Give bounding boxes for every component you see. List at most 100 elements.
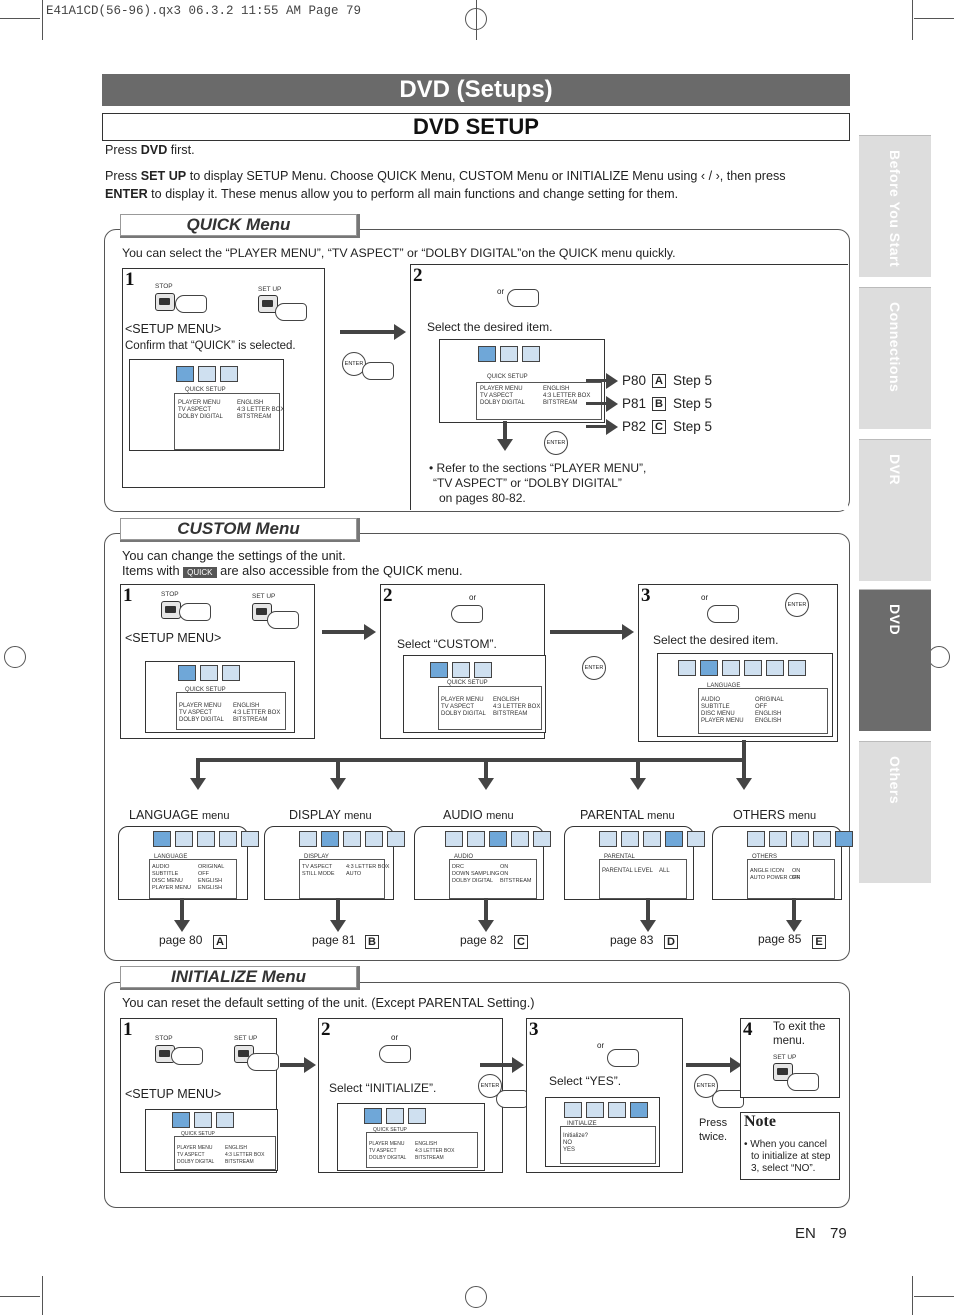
flow-arrow xyxy=(280,1057,316,1073)
parental-menu-card: PARENTAL PARENTAL LEVEL ALL xyxy=(564,826,705,900)
crop-mark xyxy=(42,0,43,40)
menu-icons xyxy=(176,366,238,384)
menu-icons xyxy=(599,831,705,849)
side-tab-dvd[interactable]: DVD xyxy=(859,589,931,731)
footer-lang: EN xyxy=(795,1225,816,1242)
enter-button-icon[interactable]: ENTER xyxy=(544,431,568,455)
init-step-4: 4 To exit the menu. SET UP xyxy=(740,1018,840,1098)
ref-arrow xyxy=(586,373,618,389)
screen-values: ENGLISH 4:3 LETTER BOX BITSTREAM xyxy=(225,1145,265,1165)
screen-items: TV ASPECT STILL MODE xyxy=(302,864,335,877)
flow-arrow xyxy=(330,898,346,932)
screen-items: PLAYER MENU TV ASPECT DOLBY DIGITAL xyxy=(179,703,224,723)
tv-screen: QUICK SETUP PLAYER MENU TV ASPECT DOLBY … xyxy=(439,339,605,423)
hand-icon xyxy=(275,303,307,321)
note-text-3: 3, select “NO”. xyxy=(751,1163,816,1174)
step-number: 2 xyxy=(321,1019,331,1040)
side-tab-before-you-start[interactable]: Before You Start xyxy=(859,135,931,277)
press-twice-line-2: twice. xyxy=(699,1131,728,1143)
custom-menu-panel xyxy=(104,533,850,961)
setup-button-icon[interactable] xyxy=(258,295,278,313)
screen-items: AUDIO SUBTITLE DISC MENU PLAYER MENU xyxy=(701,697,744,724)
hand-icon xyxy=(179,603,211,621)
step-number: 1 xyxy=(123,585,133,606)
crop-mark xyxy=(914,1296,954,1297)
language-menu-label: LANGUAGE menu xyxy=(129,808,230,822)
screen-items: PLAYER MENU TV ASPECT DOLBY DIGITAL xyxy=(178,400,223,420)
registration-mark xyxy=(928,646,950,668)
section-title: DVD (Setups) xyxy=(102,74,850,106)
tv-screen: QUICK SETUP PLAYER MENU TV ASPECT DOLBY … xyxy=(337,1103,485,1171)
side-tab-dvr[interactable]: DVR xyxy=(859,439,931,581)
select-initialize-text: Select “INITIALIZE”. xyxy=(329,1081,437,1095)
stop-button-icon[interactable] xyxy=(155,293,175,311)
ref-step: Step 5 xyxy=(673,396,713,411)
exit-text-line-2: menu. xyxy=(773,1035,805,1047)
stop-label: STOP xyxy=(155,283,173,290)
setup-label: SET UP xyxy=(252,593,276,600)
quick-step-2: 2 or Select the desired item. QUICK SETU… xyxy=(410,264,848,510)
custom-description-2: Items with QUICK are also accessible fro… xyxy=(122,563,463,578)
init-step-2: 2 or Select “INITIALIZE”. QUICK SETUP PL… xyxy=(318,1018,503,1173)
initialize-screen: INITIALIZE Initialize? NO YES xyxy=(560,1121,656,1164)
stop-button-icon[interactable] xyxy=(161,601,181,619)
hand-icon xyxy=(607,1049,639,1067)
note-title: Note xyxy=(744,1113,776,1130)
screen-title: QUICK SETUP xyxy=(181,1131,215,1137)
init-step-1: 1 STOP SET UP <SETUP MENU> QUICK SETUP P… xyxy=(120,1018,279,1173)
hand-icon xyxy=(451,605,483,623)
screen-values: ENGLISH 4:3 LETTER BOX BITSTREAM xyxy=(233,703,281,723)
page-ref-letter: E xyxy=(812,935,826,949)
screen-items: PLAYER MENU TV ASPECT DOLBY DIGITAL xyxy=(369,1141,407,1161)
crop-mark xyxy=(42,1276,43,1315)
side-tab-others[interactable]: Others xyxy=(859,741,931,883)
quick-setup-screen: QUICK SETUP PLAYER MENU TV ASPECT DOLBY … xyxy=(174,387,284,450)
initialize-description: You can reset the default setting of the… xyxy=(122,995,535,1010)
hand-icon xyxy=(712,1090,744,1108)
intro-line-3: ENTER to display it. These menus allow y… xyxy=(105,187,679,201)
tv-screen: QUICK SETUP PLAYER MENU TV ASPECT DOLBY … xyxy=(145,1109,278,1171)
hand-icon xyxy=(362,362,394,380)
page-ref: page 82 xyxy=(460,933,504,947)
parental-menu-label: PARENTAL menu xyxy=(580,808,675,822)
press-twice-line-1: Press xyxy=(699,1117,728,1129)
audio-menu-label: AUDIO menu xyxy=(443,808,514,822)
flow-arrow xyxy=(174,898,190,932)
crop-mark xyxy=(912,0,913,40)
initialize-menu-panel xyxy=(104,982,850,1208)
ref-arrow xyxy=(586,396,618,412)
menu-icons xyxy=(364,1108,426,1126)
flow-arrow xyxy=(786,898,802,932)
screen-items: PLAYER MENU TV ASPECT DOLBY DIGITAL xyxy=(177,1145,215,1165)
custom-step-3: 3 or ENTER Select the desired item. LANG… xyxy=(638,584,838,742)
flow-arrow xyxy=(340,324,406,340)
screen-title: QUICK SETUP xyxy=(185,387,226,393)
ref-page: P82 xyxy=(622,419,647,434)
flow-arrow xyxy=(686,1057,742,1073)
hand-icon xyxy=(507,289,539,307)
step-number: 2 xyxy=(383,585,393,606)
side-tab-connections[interactable]: Connections xyxy=(859,287,931,429)
setup-label: SET UP xyxy=(234,1035,258,1042)
custom-step-2: 2 or Select “CUSTOM”. QUICK SETUP PLAYER… xyxy=(380,584,546,739)
enter-button-icon[interactable]: ENTER xyxy=(785,593,809,617)
hand-icon xyxy=(175,295,207,313)
menu-icons xyxy=(299,831,405,849)
step-number: 3 xyxy=(641,585,651,606)
intro-line-2: Press SET UP to display SETUP Menu. Choo… xyxy=(105,169,786,183)
hand-icon xyxy=(379,1045,411,1063)
step-number: 3 xyxy=(529,1019,539,1040)
enter-button-icon[interactable]: ENTER xyxy=(478,1074,502,1098)
step-number: 1 xyxy=(123,1019,133,1040)
enter-button-icon[interactable]: ENTER xyxy=(582,656,606,680)
others-menu-label: OTHERS menu xyxy=(733,808,817,822)
menu-icons xyxy=(678,660,806,678)
screen-values: ORIGINAL OFF ENGLISH ENGLISH xyxy=(755,697,784,724)
screen-title: LANGUAGE xyxy=(154,854,188,860)
screen-items: Initialize? NO YES xyxy=(563,1133,589,1153)
note-line-2: “TV ASPECT” or “DOLBY DIGITAL” xyxy=(433,476,622,490)
screen-values: ON ON xyxy=(792,868,801,881)
flow-arrow xyxy=(640,898,656,932)
screen-values: ORIGINAL OFF ENGLISH ENGLISH xyxy=(198,864,225,891)
screen-items: PARENTAL LEVEL ALL xyxy=(602,868,670,874)
